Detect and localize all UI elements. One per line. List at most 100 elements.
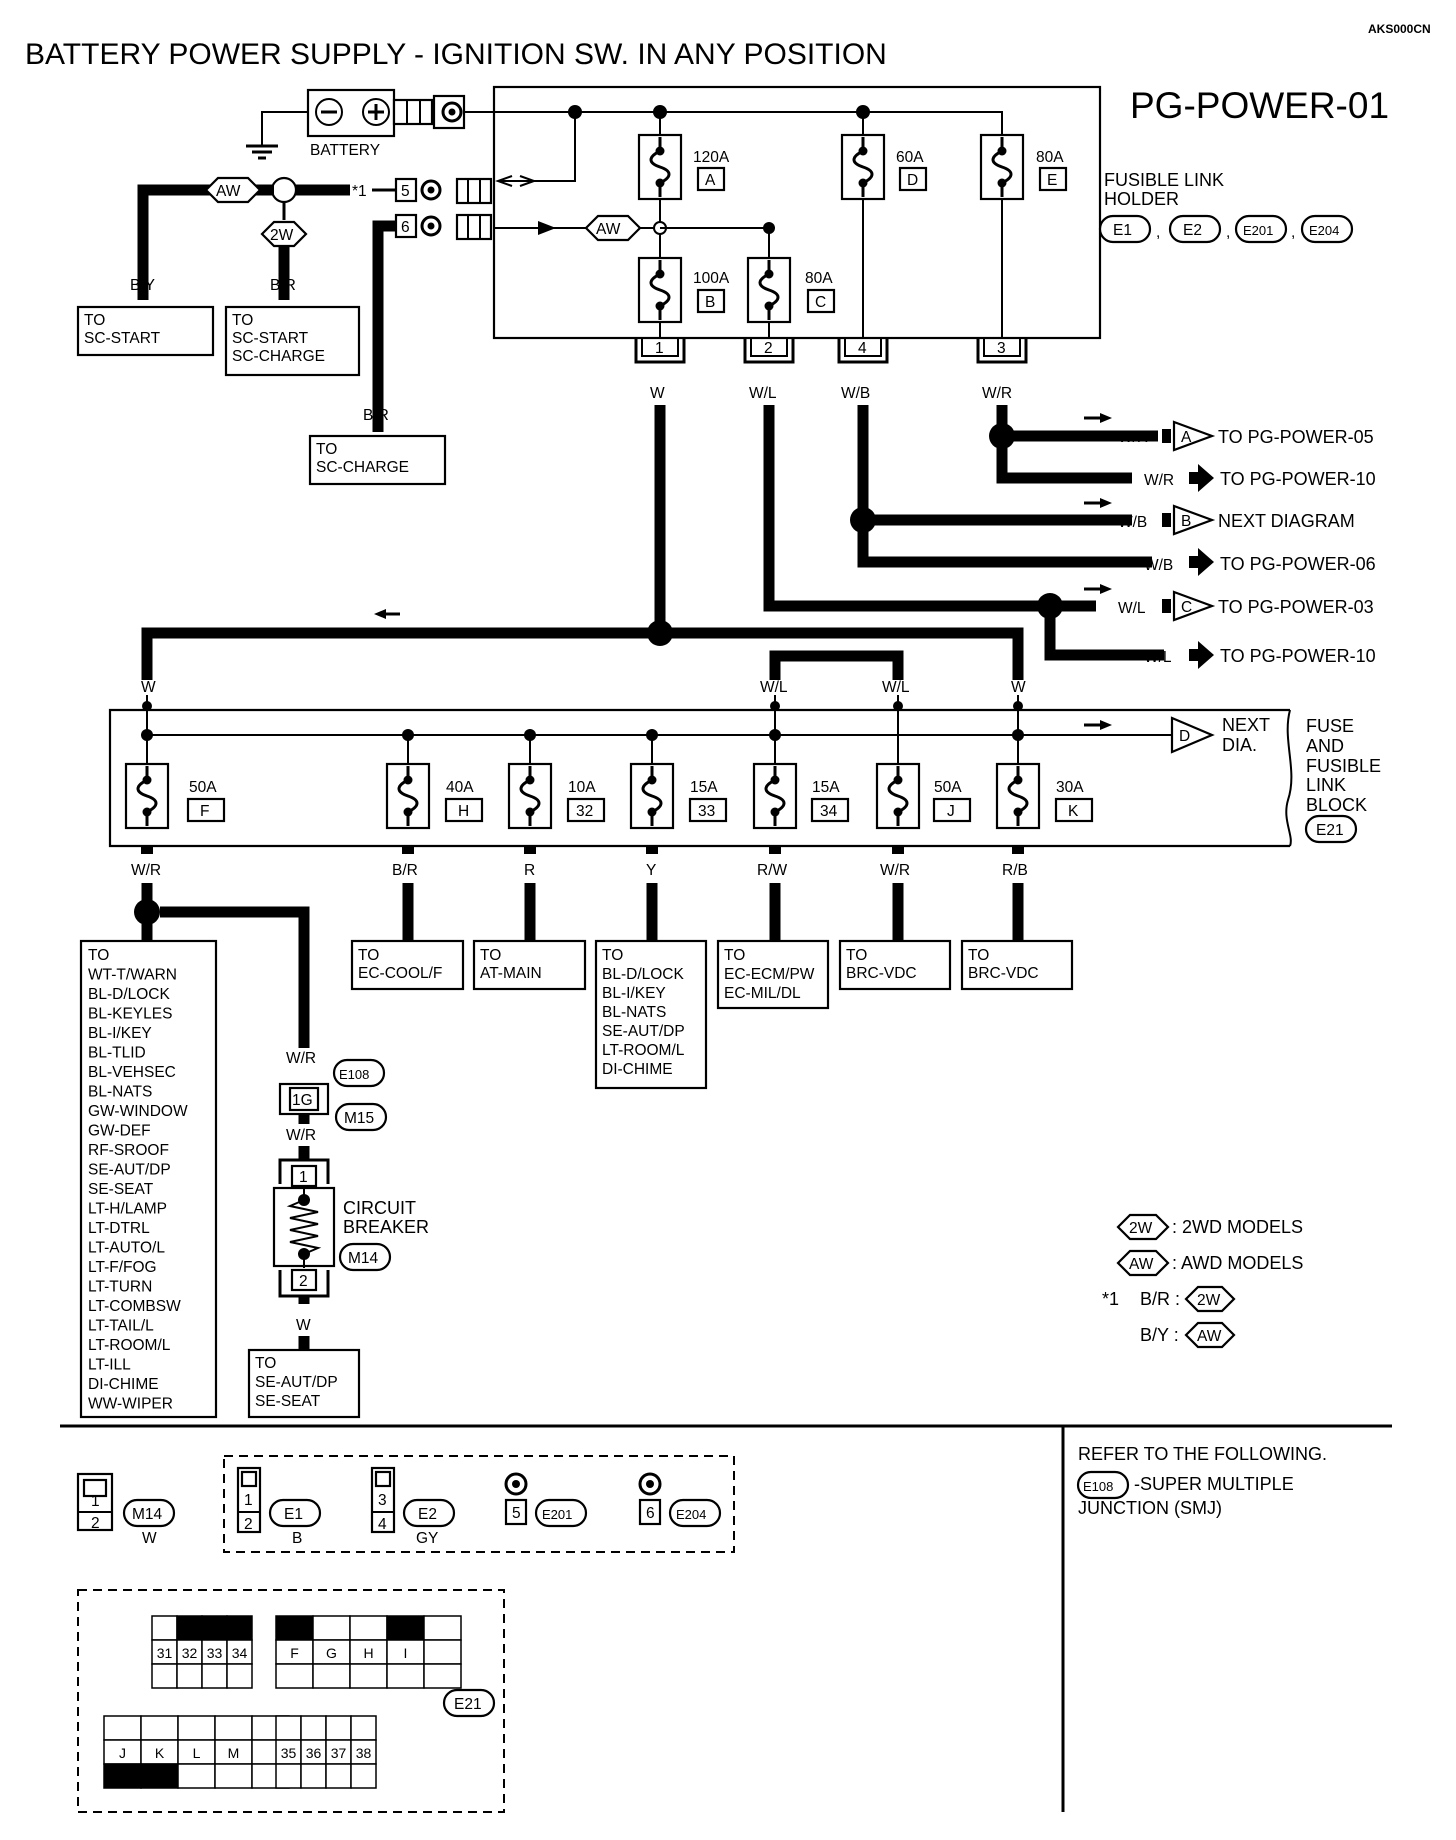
dest-f-item: BL-VEHSEC: [88, 1064, 176, 1081]
cb-dest-1: TO: [255, 1355, 276, 1372]
fuse-link-c: [746, 256, 792, 324]
wire-br-2: B/R: [363, 407, 389, 424]
fuse-34-wire: R/W: [757, 862, 788, 879]
bus-wire-w-left: W: [141, 679, 156, 696]
fuse-h: [385, 762, 431, 830]
cb-label-2: BREAKER: [343, 1217, 429, 1237]
dest-f-item: BL-NATS: [88, 1084, 152, 1101]
out-2-conn: B: [1181, 513, 1191, 530]
dest-f-item: LT-H/LAMP: [88, 1201, 167, 1218]
main-harness: [141, 405, 1164, 730]
e21-pin: G: [326, 1645, 337, 1661]
block-conn: E21: [1316, 822, 1344, 839]
block-label-3: FUSIBLE: [1306, 756, 1381, 776]
m14-pin-2: 2: [91, 1515, 100, 1532]
legend-star-br-tag: 2W: [1197, 1292, 1221, 1309]
holder-conn-e1: E1: [1113, 222, 1132, 239]
star1-label: *1: [352, 183, 367, 200]
refer-section: REFER TO THE FOLLOWING. E108 -SUPER MULT…: [1076, 1444, 1327, 1518]
e21-pin: 37: [331, 1745, 347, 1761]
fuse-j-rating: 50A: [934, 779, 962, 796]
bus-wire-wl-2: W/L: [882, 679, 910, 696]
cb-dest-2: SE-AUT/DP: [255, 1374, 338, 1391]
link-b-id: B: [705, 294, 715, 311]
dest-33-3: BL-I/KEY: [602, 985, 666, 1002]
fuse-32-wire: R: [524, 862, 535, 879]
terminal-4: 4: [858, 340, 867, 357]
dest-scsc-2: SC-START: [232, 330, 309, 347]
out-5-wire: W/L: [1144, 649, 1172, 666]
refer-line-2: -SUPER MULTIPLE: [1134, 1474, 1294, 1494]
dest-scsc-3: SC-CHARGE: [232, 348, 325, 365]
dest-33-4: BL-NATS: [602, 1004, 666, 1021]
dest-f-item: LT-DTRL: [88, 1220, 150, 1237]
e21-pin: 32: [182, 1645, 198, 1661]
e2-id: E2: [418, 1506, 437, 1523]
circuit-breaker-section: W/R E108 1G M15 W/R 1 2 CIRCUIT BREAKER …: [247, 1050, 429, 1419]
cb-junction: 1G: [292, 1092, 313, 1109]
cb-m15: M15: [344, 1110, 374, 1127]
holder-input-terminals: 5 6: [394, 177, 493, 241]
terminal-4-wire: W/B: [841, 385, 870, 402]
dest-sc-charge-2: SC-CHARGE: [316, 459, 409, 476]
cb-label-1: CIRCUIT: [343, 1198, 416, 1218]
link-a-rating: 120A: [693, 149, 730, 166]
battery-label: BATTERY: [310, 142, 380, 159]
dest-f-item: DI-CHIME: [88, 1376, 159, 1393]
dest-33-6: LT-ROOM/L: [602, 1042, 685, 1059]
dest-f-item: LT-ILL: [88, 1357, 131, 1374]
fuse-h-id: H: [458, 803, 469, 820]
cb-wire-out: W: [296, 1317, 311, 1334]
dest-32-2: AT-MAIN: [480, 965, 542, 982]
terminal-1: 1: [655, 340, 664, 357]
e204-id: E204: [676, 1507, 706, 1522]
e21-pin: I: [404, 1645, 408, 1661]
out-0-conn: A: [1181, 429, 1192, 446]
svg-text:,: ,: [1226, 224, 1230, 241]
dest-h-2: EC-COOL/F: [358, 965, 442, 982]
refer-line-1: REFER TO THE FOLLOWING.: [1078, 1444, 1327, 1464]
holder-terminals: 1 2 4 3 W W/L W/B W/R: [634, 338, 1028, 402]
out-5-dest: TO PG-POWER-10: [1220, 646, 1376, 666]
dest-f-item: LT-F/FOG: [88, 1259, 157, 1276]
lower-harness: [134, 883, 1024, 1048]
e21-pin: 38: [356, 1745, 372, 1761]
e21-pin: 35: [281, 1745, 297, 1761]
battery: BATTERY: [246, 88, 466, 160]
out-0-dest: TO PG-POWER-05: [1218, 427, 1374, 447]
e1-pin-2: 2: [244, 1516, 253, 1533]
wire-by: B/Y: [130, 277, 155, 294]
dest-f-item: WW-WIPER: [88, 1396, 173, 1413]
link-e-rating: 80A: [1036, 149, 1064, 166]
refer-tag: E108: [1083, 1479, 1113, 1494]
block-label-2: AND: [1306, 736, 1344, 756]
fuse-f: [124, 762, 170, 830]
link-d-id: D: [907, 172, 918, 189]
fuse-32: [507, 762, 553, 830]
dest-f-item: GW-WINDOW: [88, 1103, 188, 1120]
terminal-2-wire: W/L: [749, 385, 777, 402]
top-left-harness: AW *1 2W B/Y B/R B/R TO SC-START TO SC-S…: [76, 176, 447, 486]
m14-color: W: [142, 1530, 157, 1547]
e21-pin: F: [290, 1645, 299, 1661]
fuse-34: [752, 762, 798, 830]
link-b-rating: 100A: [693, 270, 730, 287]
terminal-3-wire: W/R: [982, 385, 1012, 402]
page-title: BATTERY POWER SUPPLY - IGNITION SW. IN A…: [25, 38, 887, 71]
fuse-link-d: [840, 133, 886, 201]
fuse-33-id: 33: [698, 803, 715, 820]
dest-f-item: GW-DEF: [88, 1123, 151, 1140]
dest-k-2: BRC-VDC: [968, 965, 1039, 982]
dest-f-item: LT-TAIL/L: [88, 1318, 154, 1335]
fuse-k-wire: R/B: [1002, 862, 1028, 879]
link-d-rating: 60A: [896, 149, 924, 166]
e21-pin: L: [193, 1745, 201, 1761]
e2-pin-3: 3: [378, 1492, 387, 1509]
out-1-wire: W/R: [1144, 472, 1174, 489]
holder-conn-e2: E2: [1183, 222, 1202, 239]
fuse-33: [629, 762, 675, 830]
dest-j-1: TO: [846, 947, 867, 964]
fuse-block: D NEXT DIA. 50A F 40A H 10A 32 15A 33 15…: [108, 695, 1381, 879]
e1-color: B: [292, 1530, 302, 1547]
